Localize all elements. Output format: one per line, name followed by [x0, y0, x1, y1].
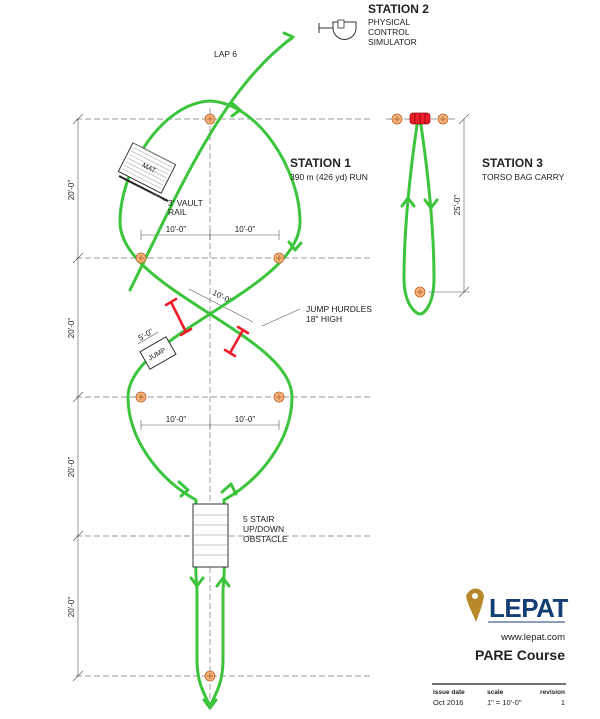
vault-label-2: RAIL	[168, 207, 187, 217]
station2-line2: CONTROL	[368, 27, 410, 37]
dim-20ft-1: 20'-0"	[67, 180, 76, 201]
hurdles-leader-line	[261, 308, 301, 327]
cone-marker	[204, 113, 216, 125]
cone-marker	[204, 670, 216, 682]
hurdles-label-1: JUMP HURDLES	[306, 304, 372, 314]
course-guide-lines	[76, 108, 456, 704]
dim-10ft-top-right: 10'-0"	[235, 225, 256, 234]
station3-desc: TORSO BAG CARRY	[482, 172, 565, 182]
dim-25ft: 25'-0"	[453, 195, 462, 216]
dim-20ft-2: 20'-0"	[67, 318, 76, 339]
cone-markers	[135, 113, 449, 682]
station3-loop	[400, 117, 439, 316]
station2-line3: SIMULATOR	[368, 37, 417, 47]
hurdles-label-2: 18" HIGH	[306, 314, 342, 324]
station1-desc: 390 m (426 yd) RUN	[290, 172, 368, 182]
torso-bag-icon	[409, 112, 431, 125]
cone-marker	[273, 391, 285, 403]
simulator-icon	[318, 19, 357, 40]
station3-dimension	[428, 113, 470, 298]
vault-leader-line	[151, 191, 166, 202]
dim-20ft-3: 20'-0"	[67, 457, 76, 478]
jump-dim-line	[137, 331, 159, 345]
station2-title: STATION 2	[368, 2, 429, 16]
brand-name: LEPAT	[489, 593, 568, 623]
left-dimension-line	[72, 113, 84, 682]
cone-marker	[414, 286, 426, 298]
dim-20ft-4: 20'-0"	[67, 597, 76, 618]
brand-url: www.lepat.com	[500, 632, 565, 643]
scale-value: 1" = 10'-0"	[487, 698, 522, 707]
issue-date-value: Oct 2016	[433, 698, 463, 707]
station1-title: STATION 1	[290, 156, 351, 170]
stair-obstacle-icon	[192, 503, 229, 568]
cone-marker	[437, 113, 449, 125]
dim-10ft-bottom-left: 10'-0"	[166, 415, 187, 424]
vault-rail-icon	[118, 175, 169, 202]
course-title: PARE Course	[475, 647, 565, 663]
mat-icon	[117, 142, 177, 194]
cone-marker	[391, 113, 403, 125]
cone-marker	[135, 391, 147, 403]
hurdle-icon	[223, 325, 250, 358]
stair-label-1: 5 STAIR	[243, 514, 275, 524]
scale-label: scale	[487, 689, 504, 696]
stair-label-3: OBSTACLE	[243, 534, 288, 544]
dim-10ft-bottom-right: 10'-0"	[235, 415, 256, 424]
station2-line1: PHYSICAL	[368, 17, 410, 27]
lepat-logo	[466, 588, 484, 622]
revision-value: 1	[561, 698, 565, 707]
hurdle-icon	[164, 297, 193, 337]
station3-title: STATION 3	[482, 156, 543, 170]
jump-box-icon	[139, 336, 177, 370]
ten-foot-dimensions	[140, 230, 280, 430]
dim-5ft-jump: 5'-0"	[137, 327, 155, 343]
revision-label: revision	[540, 689, 565, 696]
cone-marker	[135, 252, 147, 264]
issue-date-label: issue date	[433, 689, 465, 696]
stair-label-2: UP/DOWN	[243, 524, 284, 534]
lap-label: LAP 6	[214, 49, 237, 59]
cone-marker	[273, 252, 285, 264]
dim-10ft-top-left: 10'-0"	[166, 225, 187, 234]
path-arrows	[177, 31, 303, 710]
dim-10ft-hurdles: 10'-0"	[211, 288, 233, 305]
vault-label-1: 3' VAULT	[168, 198, 203, 208]
